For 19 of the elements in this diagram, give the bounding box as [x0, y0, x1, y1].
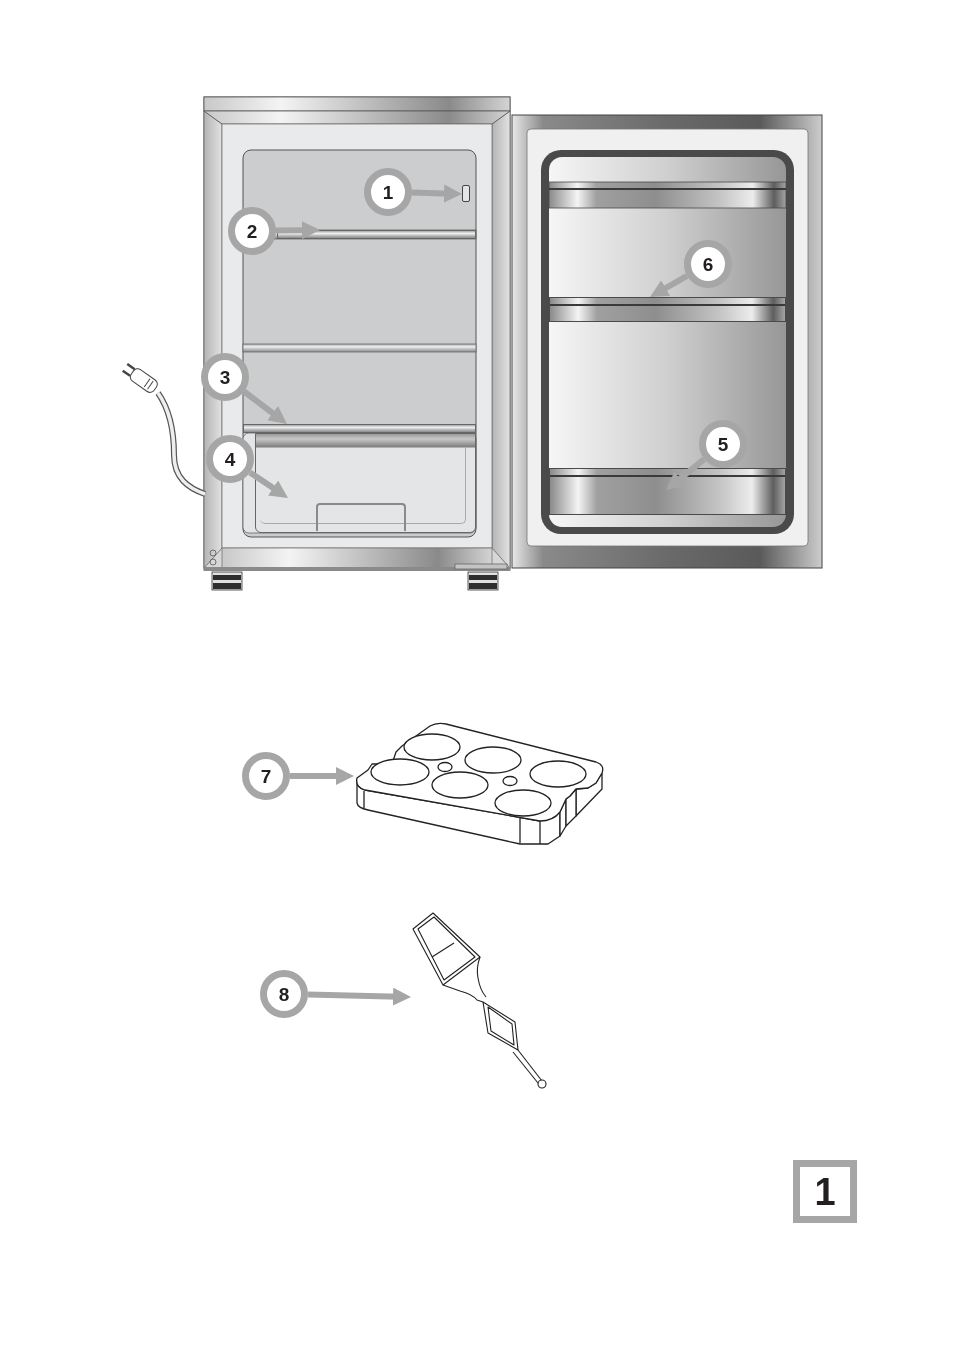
arrow [242, 389, 289, 427]
arrow [411, 184, 463, 203]
arrow [290, 767, 354, 785]
door-bin [549, 468, 786, 515]
arrow [648, 273, 689, 300]
page-number: 1 [793, 1160, 857, 1223]
arrow [307, 987, 412, 1006]
shelf [277, 230, 476, 239]
lamp [462, 185, 470, 202]
ice-tray-drawing [354, 721, 604, 847]
drawer [255, 433, 476, 533]
shelf [243, 424, 476, 433]
arrow [664, 456, 707, 493]
callout-number: 8 [260, 970, 308, 1018]
arrow [275, 221, 321, 240]
ice-scoop-drawing [411, 910, 549, 1090]
callout-number: 7 [242, 752, 290, 800]
door-shelf [549, 297, 786, 322]
arrow [248, 469, 290, 501]
